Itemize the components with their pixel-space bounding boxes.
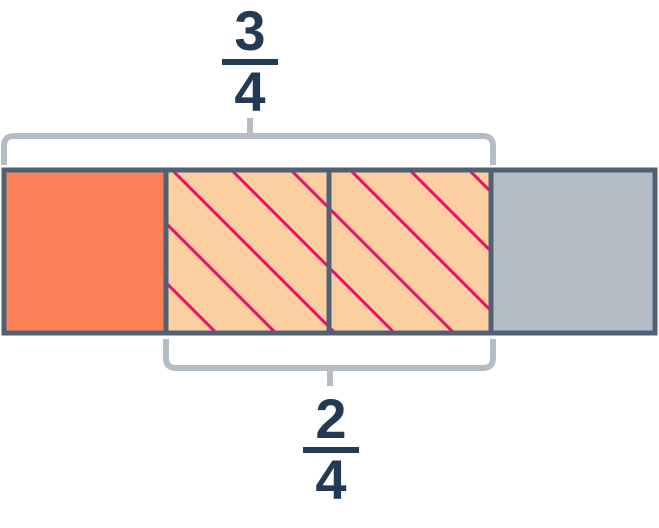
bottom-fraction-label: 2 4 xyxy=(303,387,359,511)
top-fraction-label: 3 4 xyxy=(222,0,278,123)
bar-part-2-fill xyxy=(166,170,329,333)
top-fraction-numerator: 3 xyxy=(234,0,265,62)
top-brace-bracket xyxy=(1,133,496,165)
bottom-fraction-numerator: 2 xyxy=(315,387,346,450)
top-brace xyxy=(1,118,496,165)
bottom-brace xyxy=(163,339,496,386)
bar-part-4-fill xyxy=(491,170,655,333)
bottom-fraction-denominator: 4 xyxy=(315,448,346,511)
bottom-brace-bracket xyxy=(163,339,496,371)
fraction-bar xyxy=(1,167,658,336)
top-fraction-denominator: 4 xyxy=(234,60,265,123)
bar-part-3-fill xyxy=(329,170,491,333)
bar-part-1-fill xyxy=(4,170,166,333)
